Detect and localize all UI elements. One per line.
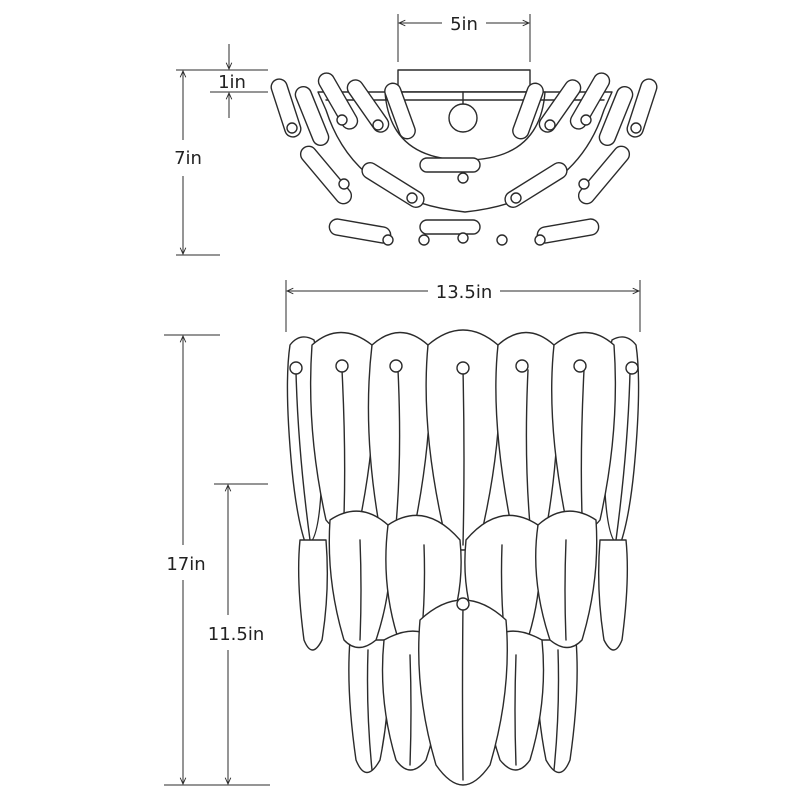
dim-11-5in-label: 11.5in — [208, 624, 265, 645]
attachment-pins — [289, 359, 639, 611]
crystal-rods-top — [270, 72, 658, 244]
bulb — [448, 103, 478, 133]
backplate-top — [397, 69, 531, 93]
dim-17in-label: 17in — [166, 554, 205, 575]
dimension-lines — [164, 14, 641, 786]
rivets-top — [286, 114, 642, 246]
dim-7in-label: 7in — [174, 148, 202, 169]
bottom-leaf-row — [381, 599, 545, 786]
dim-13-5in-label: 13.5in — [436, 282, 493, 303]
dimension-labels: 5in 1in 7in 13.5in 17in 11.5in — [166, 14, 492, 645]
top-view — [270, 69, 658, 246]
front-view — [286, 329, 640, 786]
dim-5in-label: 5in — [450, 14, 478, 35]
dim-1in-label: 1in — [218, 72, 246, 93]
